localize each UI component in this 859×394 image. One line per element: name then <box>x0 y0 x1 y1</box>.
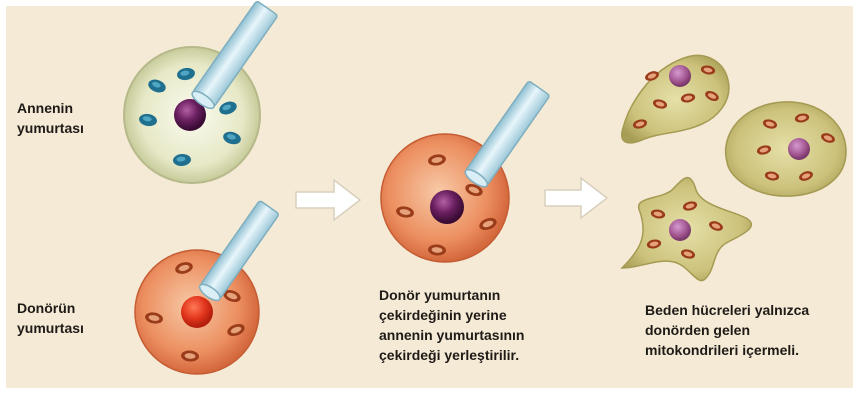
label-line: Donörün <box>17 298 84 318</box>
label-transfer-step: Donör yumurtanın çekirdeğinin yerine ann… <box>379 285 524 365</box>
donor-nucleus <box>181 296 213 328</box>
body-cell <box>622 55 729 142</box>
arrow-right-icon <box>296 180 360 220</box>
label-line: mitokondrileri içermeli. <box>645 340 809 360</box>
label-line: donörden gelen <box>645 320 809 340</box>
label-line: Donör yumurtanın <box>379 285 524 305</box>
body-cell <box>726 102 846 196</box>
label-line: yumurtası <box>17 118 84 138</box>
pipette-icon <box>463 81 550 190</box>
arrow-right-icon <box>545 178 607 218</box>
transferred-nucleus <box>430 190 464 224</box>
label-result: Beden hücreleri yalnızca donörden gelen … <box>645 300 809 360</box>
label-line: çekirdeği yerleştirilir. <box>379 345 524 365</box>
label-line: Beden hücreleri yalnızca <box>645 300 809 320</box>
label-donor-egg: Donörün yumurtası <box>17 298 84 338</box>
label-line: Annenin <box>17 98 84 118</box>
body-cell <box>622 178 751 281</box>
label-line: çekirdeğinin yerine <box>379 305 524 325</box>
label-line: yumurtası <box>17 318 84 338</box>
label-mother-egg: Annenin yumurtası <box>17 98 84 138</box>
label-line: annenin yumurtasının <box>379 325 524 345</box>
